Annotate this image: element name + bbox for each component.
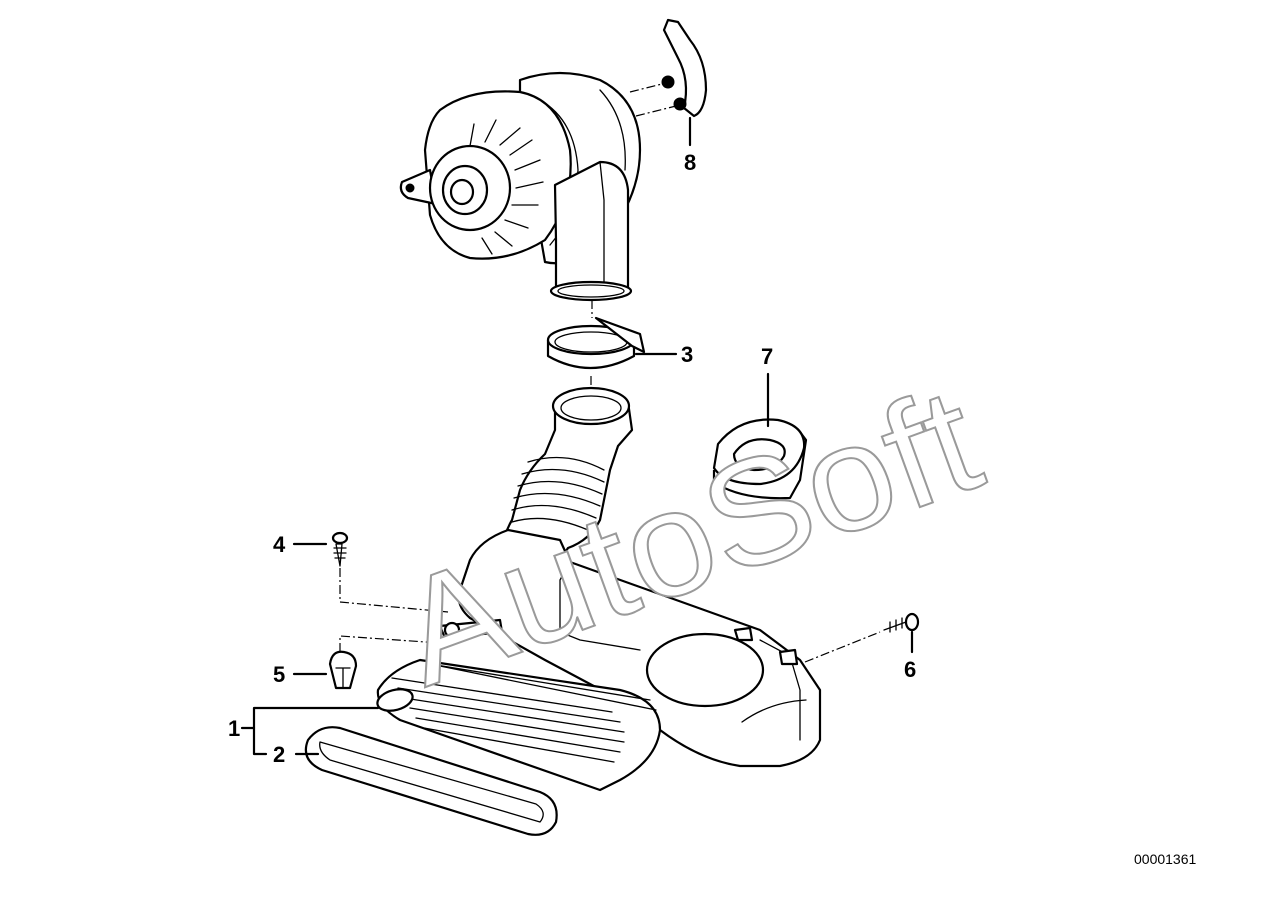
- document-number: 00001361: [1134, 851, 1197, 867]
- screw-4: [331, 531, 349, 567]
- alternator: [399, 18, 708, 302]
- leader-lines: [240, 116, 914, 756]
- hose-clamp: [546, 300, 646, 392]
- callout-3: 3: [681, 342, 693, 367]
- callout-8: 8: [684, 150, 696, 175]
- rubber-grommet: [712, 418, 808, 500]
- air-duct-housing: [438, 528, 822, 768]
- screw-6: [883, 612, 920, 633]
- rubber-boot: [502, 386, 634, 572]
- callout-1: 1: [228, 716, 240, 741]
- clip-5: [328, 650, 358, 690]
- assembly-lines: [339, 568, 881, 663]
- callout-6: 6: [904, 657, 916, 682]
- callout-7: 7: [761, 344, 773, 369]
- callout-4: 4: [273, 532, 286, 557]
- callout-2: 2: [273, 742, 285, 767]
- gasket: [304, 726, 558, 836]
- bellows-duct: [376, 658, 662, 792]
- callout-5: 5: [273, 662, 285, 687]
